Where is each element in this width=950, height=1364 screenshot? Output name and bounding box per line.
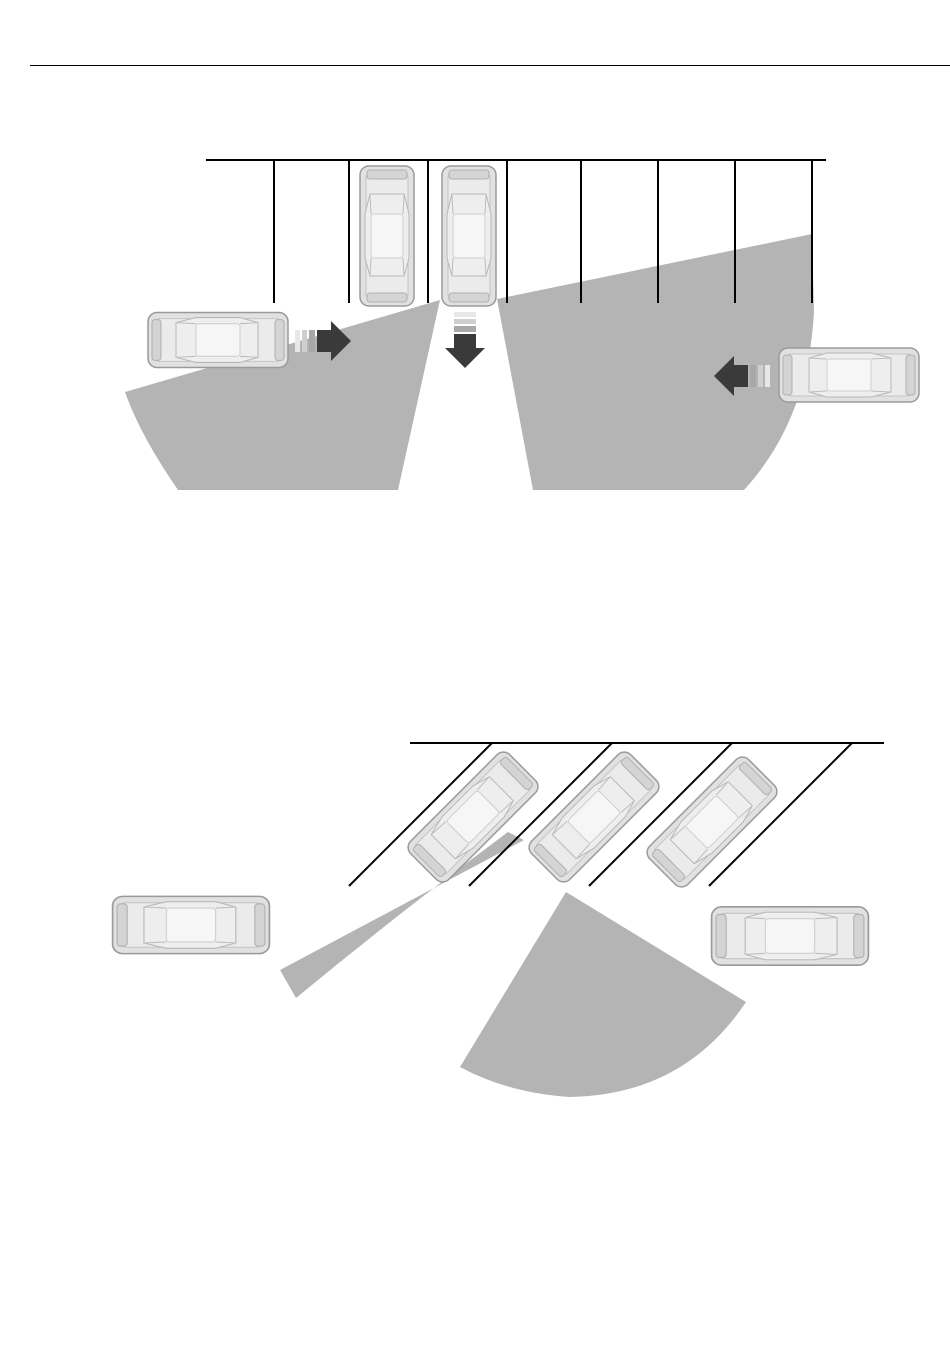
own-car-reversing	[442, 166, 496, 306]
own-car-angled	[525, 748, 662, 885]
angled-parking-diagram	[113, 743, 884, 1097]
rear-detection-zone	[460, 892, 746, 1097]
approaching-car-right	[779, 348, 919, 402]
parked-car-left	[360, 166, 414, 306]
approaching-car-left	[148, 312, 288, 367]
narrow-detection-zone	[280, 832, 524, 998]
perpendicular-parking-diagram	[125, 160, 919, 490]
approaching-car-right	[712, 907, 869, 965]
right-detection-zone	[497, 234, 814, 490]
angled-parked-car-3	[643, 753, 780, 890]
arrow-down-icon	[445, 312, 485, 368]
approaching-car-left	[113, 896, 270, 953]
